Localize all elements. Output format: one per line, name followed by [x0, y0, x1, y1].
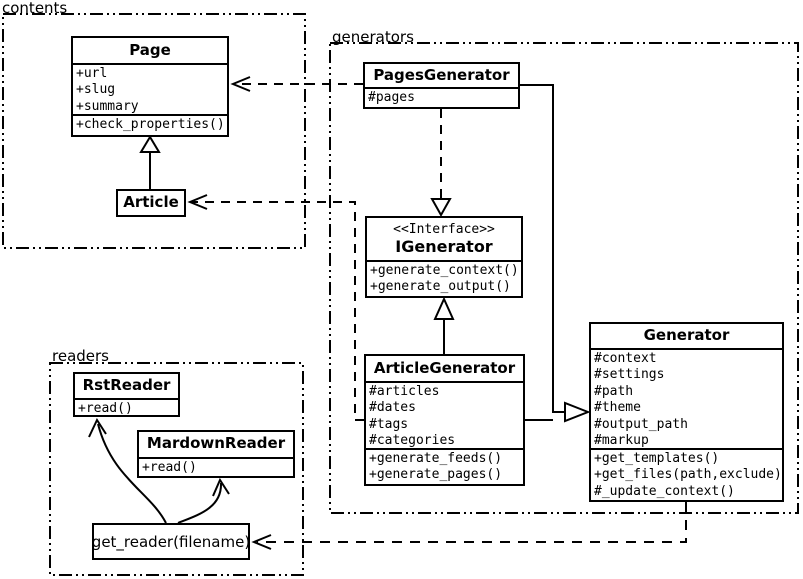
- class-page-title: Page: [129, 41, 171, 59]
- class-generator-attributes: #context #settings #path #theme #output_…: [591, 348, 782, 448]
- class-page-methods: +check_properties(): [73, 114, 227, 135]
- package-border-readers: [49, 362, 304, 576]
- class-articlegenerator-methods: +generate_feeds() +generate_pages(): [366, 448, 523, 484]
- edge-getreader-to-rstreader: [88, 417, 167, 524]
- class-mardownreader-methods: +read(): [139, 457, 293, 476]
- edge-generators-inherit-generator: [520, 84, 591, 423]
- class-pagesgenerator-attributes: #pages: [365, 87, 518, 107]
- class-generator: Generator #context #settings #path #them…: [589, 322, 784, 502]
- edge-generator-depends-getreader: [251, 502, 687, 550]
- class-articlegenerator: ArticleGenerator #articles #dates #tags …: [364, 354, 525, 486]
- package-label-generators: generators: [332, 28, 414, 46]
- class-igenerator-header: <<Interface>> IGenerator: [367, 218, 521, 260]
- class-generator-title: Generator: [643, 326, 730, 344]
- class-article: Article: [116, 189, 186, 217]
- class-igenerator-title: IGenerator: [395, 237, 493, 256]
- package-border-generators: [329, 42, 799, 514]
- class-generator-methods: +get_templates() +get_files(path,exclude…: [591, 448, 782, 500]
- class-pagesgenerator-title: PagesGenerator: [373, 66, 510, 84]
- class-igenerator-stereotype: <<Interface>>: [393, 222, 495, 237]
- package-border-contents: [2, 13, 306, 249]
- edge-articlegenerator-inherits-igenerator: [433, 296, 455, 354]
- node-get-reader: get_reader(filename): [92, 523, 250, 560]
- class-mardownreader: MardownReader +read(): [137, 430, 295, 478]
- class-rstreader-methods: +read(): [75, 398, 178, 415]
- edge-articlegenerator-depends-article: [187, 194, 364, 421]
- class-page: Page +url +slug +summary +check_properti…: [71, 36, 229, 137]
- class-page-attributes: +url +slug +summary: [73, 63, 227, 114]
- class-rstreader: RstReader +read(): [73, 372, 180, 417]
- package-label-contents: contents: [2, 0, 68, 17]
- edge-pagesgenerator-depends-page: [230, 76, 363, 92]
- edge-pagesgenerator-realizes-igenerator: [430, 109, 452, 218]
- class-articlegenerator-attributes: #articles #dates #tags #categories: [366, 381, 523, 448]
- class-rstreader-title: RstReader: [82, 376, 171, 394]
- node-get-reader-label: get_reader(filename): [91, 532, 251, 551]
- class-article-title: Article: [123, 193, 179, 211]
- class-pagesgenerator: PagesGenerator #pages: [363, 62, 520, 109]
- class-articlegenerator-title: ArticleGenerator: [373, 359, 516, 377]
- class-mardownreader-title: MardownReader: [146, 434, 286, 452]
- class-igenerator: <<Interface>> IGenerator +generate_conte…: [365, 216, 523, 298]
- class-igenerator-methods: +generate_context() +generate_output(): [367, 260, 521, 296]
- package-label-readers: readers: [52, 347, 109, 365]
- edge-getreader-to-mardownreader: [177, 477, 230, 524]
